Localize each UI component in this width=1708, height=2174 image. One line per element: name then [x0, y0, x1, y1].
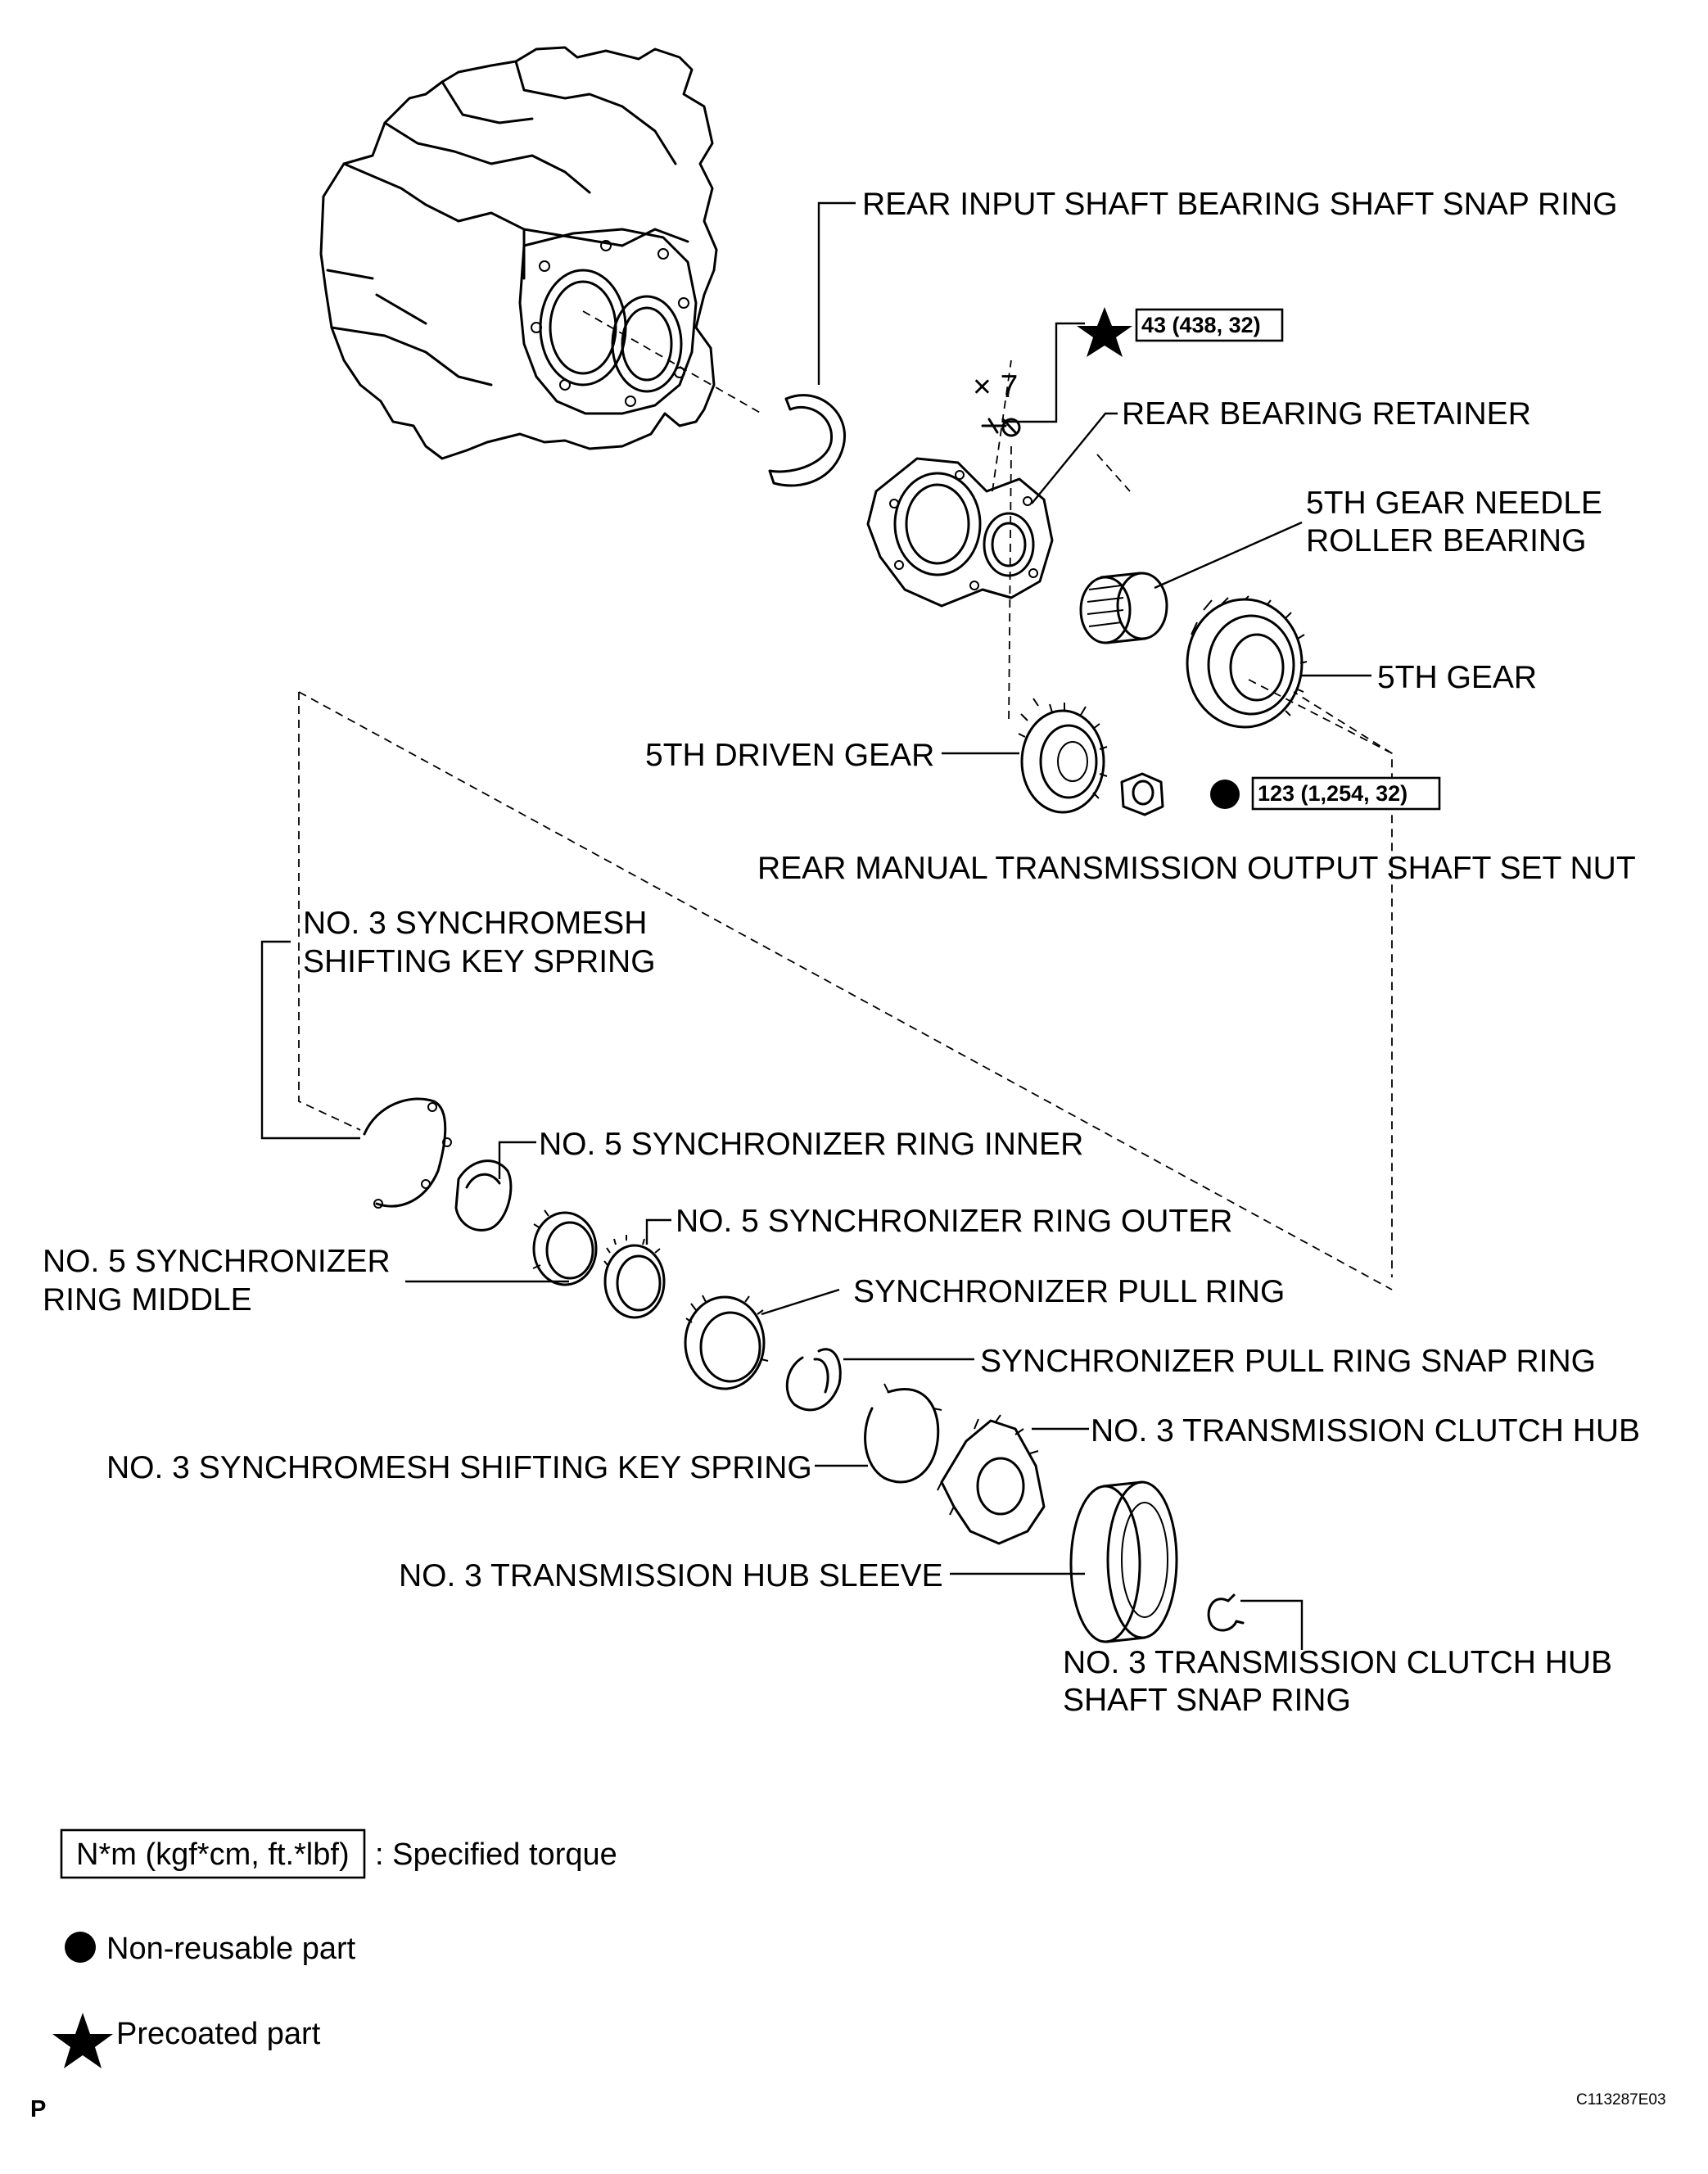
legend-non-reusable-dot-icon — [65, 1932, 96, 1963]
torque-callout-output-nut: 123 (1,254, 32) — [1210, 776, 1441, 811]
shifting-key-spring-upper-drawing — [363, 1097, 452, 1209]
label-shifting-key-spring-lower: NO. 3 SYNCHROMESH SHIFTING KEY SPRING — [106, 1450, 812, 1485]
label-sync-ring-outer: NO. 5 SYNCHRONIZER RING OUTER — [676, 1204, 1232, 1239]
legend-torque-units: N*m (kgf*cm, ft.*lbf) — [76, 1837, 350, 1872]
retainer-torque-value: 43 (438, 32) — [1141, 313, 1261, 337]
legend-torque-box — [60, 1828, 366, 1879]
output-shaft-set-nut-drawing — [1120, 772, 1164, 816]
label-shifting-key-spring-upper-line2: SHIFTING KEY SPRING — [303, 944, 656, 979]
label-sync-ring-inner: NO. 5 SYNCHRONIZER RING INNER — [539, 1127, 1083, 1162]
legend-non-reusable-text: Non-reusable part — [106, 1932, 356, 1966]
label-fifth-gear: 5TH GEAR — [1377, 660, 1537, 695]
rear-input-shaft-bearing-snap-ring-drawing — [768, 394, 846, 487]
label-sync-pull-ring: SYNCHRONIZER PULL RING — [853, 1274, 1285, 1309]
figure-code: C113287E03 — [1576, 2091, 1666, 2108]
precoated-star-icon — [1077, 307, 1132, 357]
label-output-shaft-set-nut: REAR MANUAL TRANSMISSION OUTPUT SHAFT SE… — [757, 851, 1636, 886]
sync-ring-middle-drawing — [532, 1209, 598, 1286]
label-hub-sleeve: NO. 3 TRANSMISSION HUB SLEEVE — [399, 1558, 943, 1593]
legend-torque-text: : Specified torque — [375, 1837, 617, 1872]
part-labels: REAR INPUT SHAFT BEARING SHAFT SNAP RING… — [43, 187, 1640, 1718]
fifth-gear-drawing — [1186, 595, 1308, 729]
transaxle-case-illustration — [319, 46, 718, 460]
rear-bearing-retainer-drawing — [866, 457, 1054, 608]
legend: N*m (kgf*cm, ft.*lbf) : Specified torque… — [52, 1828, 617, 2068]
clutch-hub-snap-ring-drawing — [1207, 1593, 1245, 1632]
label-clutch-hub-snap-ring-line1: NO. 3 TRANSMISSION CLUTCH HUB — [1063, 1645, 1612, 1680]
non-reusable-dot-icon — [1210, 780, 1240, 809]
sync-ring-outer-drawing — [603, 1235, 666, 1319]
corner-mark: P — [30, 2096, 46, 2122]
label-shifting-key-spring-upper-line1: NO. 3 SYNCHROMESH — [303, 906, 647, 941]
torque-callout-retainer: 43 (438, 32) — [1077, 307, 1284, 357]
label-sync-ring-middle-line1: NO. 5 SYNCHRONIZER — [43, 1244, 391, 1279]
label-needle-bearing-line2: ROLLER BEARING — [1306, 523, 1586, 558]
label-pull-ring-snap-ring: SYNCHRONIZER PULL RING SNAP RING — [980, 1344, 1596, 1379]
label-clutch-hub: NO. 3 TRANSMISSION CLUTCH HUB — [1091, 1413, 1640, 1449]
label-rear-input-shaft-bearing-snap-ring: REAR INPUT SHAFT BEARING SHAFT SNAP RING — [862, 187, 1617, 222]
leader-lines — [260, 201, 1371, 1650]
clutch-hub-drawing — [937, 1414, 1046, 1545]
output-nut-torque-value: 123 (1,254, 32) — [1258, 781, 1408, 806]
sync-pull-ring-drawing — [684, 1295, 769, 1390]
label-rear-bearing-retainer: REAR BEARING RETAINER — [1122, 396, 1531, 432]
pull-ring-snap-ring-drawing — [785, 1348, 842, 1412]
shifting-key-spring-lower-drawing — [864, 1383, 942, 1484]
label-sync-ring-middle-line2: RING MIDDLE — [43, 1282, 252, 1318]
legend-precoated-text: Precoated part — [116, 2017, 321, 2051]
sync-ring-inner-drawing — [454, 1159, 513, 1232]
label-clutch-hub-snap-ring-line2: SHAFT SNAP RING — [1063, 1683, 1351, 1718]
bolt-quantity: × 7 — [973, 369, 1018, 405]
hub-sleeve-drawing — [1069, 1480, 1178, 1643]
assembly-guide-lines — [298, 310, 1393, 1290]
label-needle-bearing-line1: 5TH GEAR NEEDLE — [1306, 486, 1602, 521]
legend-precoated-star-icon — [52, 2013, 113, 2068]
fifth-driven-gear-drawing — [1018, 698, 1108, 814]
label-fifth-driven-gear: 5TH DRIVEN GEAR — [645, 738, 934, 773]
needle-roller-bearing-drawing — [1079, 572, 1168, 644]
